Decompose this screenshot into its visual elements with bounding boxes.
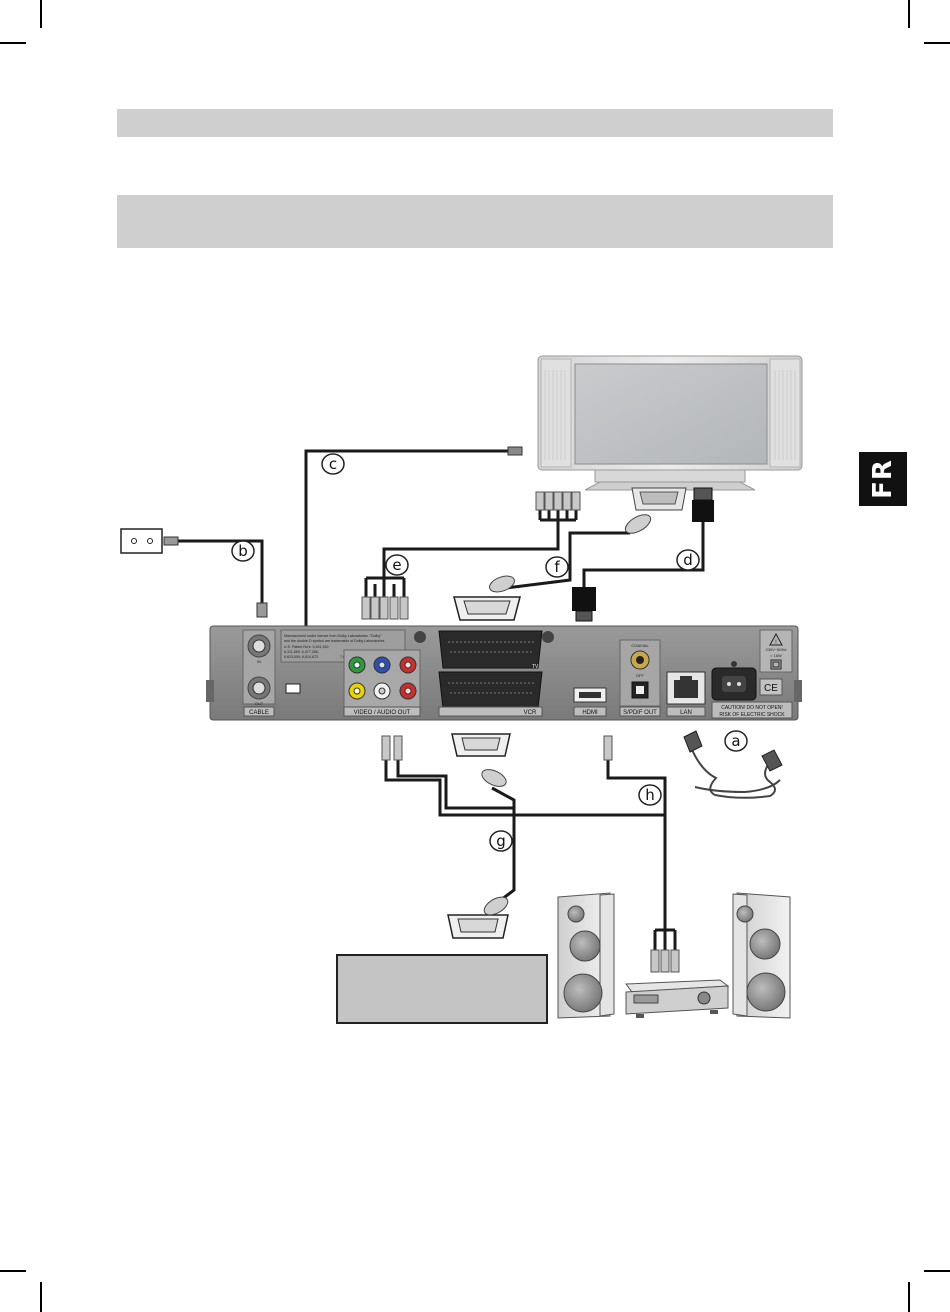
amplifier — [625, 979, 730, 1018]
callout-h: h — [638, 784, 662, 806]
label-tv: TV — [532, 664, 539, 670]
svg-text:f: f — [554, 558, 560, 576]
svg-text:d: d — [683, 551, 693, 569]
crop-mark — [40, 1282, 42, 1312]
label-in: IN — [257, 659, 261, 664]
svg-text:g: g — [496, 832, 506, 850]
patent-text-3: 6,623,509; 6,624,873 — [284, 655, 318, 659]
label-caution-1: CAUTION! DO NOT OPEN! — [721, 705, 783, 711]
label-video-audio-out: VIDEO / AUDIO OUT — [354, 710, 411, 716]
wall-socket — [120, 528, 179, 554]
svg-text:!: ! — [775, 640, 777, 646]
callout-c: c — [321, 453, 345, 475]
label-hdmi: HDMI — [582, 710, 598, 716]
label-vcr: VCR — [524, 710, 537, 716]
callout-d: d — [676, 549, 700, 571]
callout-b: b — [231, 540, 255, 562]
svg-text:h: h — [645, 786, 655, 804]
speaker-left — [557, 892, 615, 1019]
header-bar — [117, 109, 833, 137]
label-lan: LAN — [680, 710, 692, 716]
label-power: < 16W — [770, 653, 782, 658]
label-spdif-out: S/PDIF OUT — [623, 710, 657, 716]
label-ce: CE — [764, 683, 778, 694]
dolby-text-2: and the double-D symbol are trademarks o… — [284, 639, 385, 643]
tv-illustration — [537, 355, 803, 491]
power-cord — [689, 744, 781, 799]
dolby-text-1: Manufactured under license from Dolby La… — [284, 634, 382, 638]
patent-text-1: U.S. Patent No's: 5,451,942; — [284, 645, 329, 649]
label-cable: CABLE — [249, 710, 269, 716]
crop-mark — [0, 1270, 26, 1272]
scart-plug-tv — [624, 487, 687, 534]
speaker-right — [732, 892, 791, 1019]
section-bar — [117, 195, 833, 248]
patent-text-2: 6,311,869; 6,477,286; — [284, 650, 319, 654]
label-opt: OPT — [636, 673, 645, 678]
svg-text:e: e — [392, 556, 401, 574]
language-tab: FR — [859, 452, 907, 506]
vcr-box — [336, 954, 548, 1024]
crop-mark — [924, 1270, 950, 1272]
scart-plug-receiver — [453, 575, 521, 621]
crop-mark — [908, 0, 910, 28]
label-caution-2: RISK OF ELECTRIC SHOCK — [719, 712, 785, 718]
crop-mark — [908, 1282, 910, 1312]
callout-g: g — [489, 830, 513, 852]
scart-plug-vcr-bottom — [447, 896, 509, 939]
svg-text:a: a — [731, 732, 740, 750]
label-coaxial: COAXIAL — [631, 643, 649, 648]
crop-mark — [924, 42, 950, 44]
svg-text:c: c — [329, 455, 337, 473]
crop-mark — [40, 0, 42, 28]
callout-f: f — [545, 556, 569, 578]
callout-a: a — [724, 730, 748, 752]
label-voltage: 230V~50Hz — [765, 647, 786, 652]
callout-e: e — [385, 554, 409, 576]
crop-mark — [0, 42, 26, 44]
receiver-rear-panel: IN OUT CABLE Manufactured under license … — [206, 625, 802, 721]
scart-plug-vcr-top — [451, 733, 511, 787]
label-out: OUT — [255, 701, 264, 706]
svg-text:b: b — [238, 542, 248, 560]
